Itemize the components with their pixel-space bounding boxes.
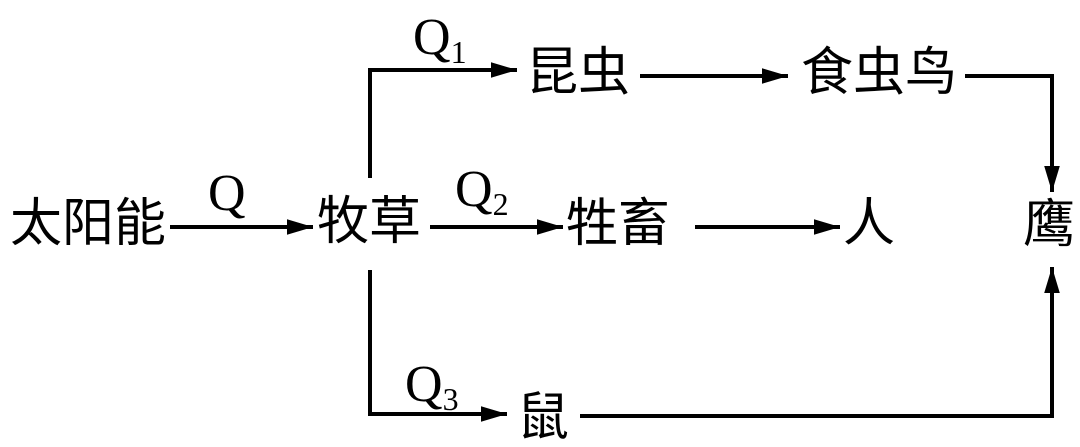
edge-grass-to-insect [368, 62, 517, 178]
flow-label-q3: Q3 [405, 356, 459, 416]
flow-label-q1: Q1 [413, 9, 467, 69]
node-eagle: 鹰 [1023, 197, 1076, 254]
flow-label-q2-base: Q [455, 161, 493, 218]
flow-label-q1-sub: 1 [450, 34, 467, 70]
flow-label-q3-base: Q [405, 356, 443, 413]
flow-label-q-base: Q [208, 165, 246, 222]
node-livestock: 牲畜 [566, 196, 671, 253]
flow-label-q2-sub: 2 [492, 186, 509, 222]
flow-label-q3-sub: 3 [442, 381, 459, 417]
node-insectivorous-bird: 食虫鸟 [801, 45, 958, 102]
edge-grass-to-rat [368, 270, 507, 422]
node-pasture-grass: 牧草 [317, 194, 422, 251]
node-solar-energy: 太阳能 [10, 196, 167, 253]
node-human: 人 [843, 196, 896, 253]
edge-bird-to-eagle [965, 74, 1060, 192]
edge-group [170, 62, 1060, 422]
node-rat: 鼠 [517, 390, 570, 447]
flow-label-q: Q [208, 168, 246, 220]
flow-label-q1-base: Q [413, 9, 451, 66]
edge-rat-to-eagle [580, 267, 1060, 418]
flow-label-q2: Q2 [455, 161, 509, 221]
node-insect: 昆虫 [526, 45, 631, 102]
